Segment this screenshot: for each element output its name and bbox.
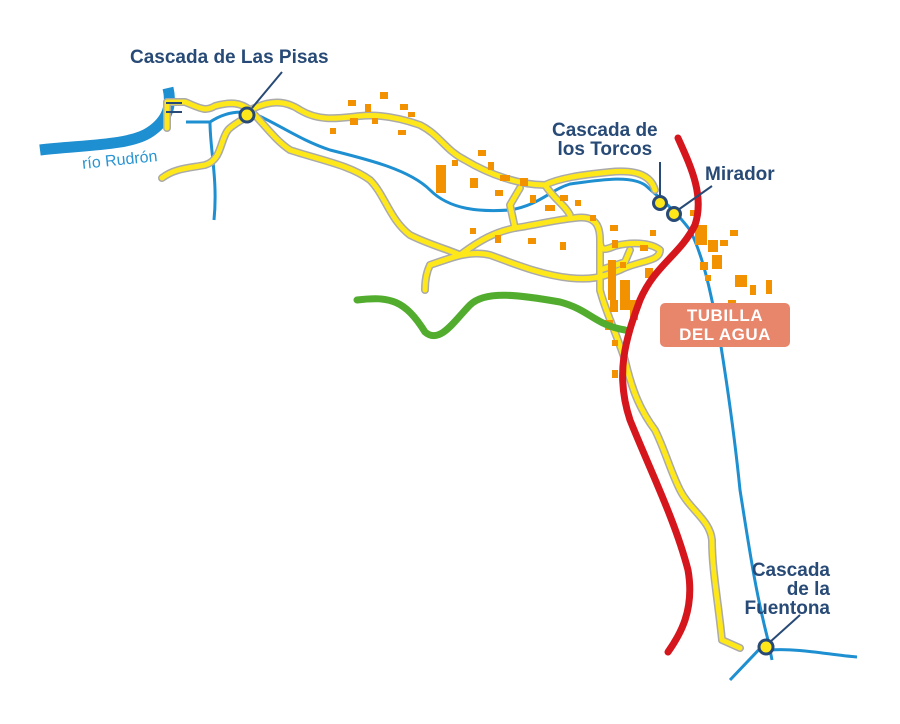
building (528, 238, 536, 244)
building (348, 100, 356, 106)
building (400, 104, 408, 110)
building (766, 280, 772, 294)
building (500, 175, 510, 181)
fuentona-label-line2: de la (786, 579, 830, 600)
building (640, 245, 648, 251)
torcos-label-line2: los Torcos (557, 139, 653, 160)
road-segment (542, 182, 573, 218)
fuentona-leader-line (769, 614, 801, 643)
building (650, 230, 656, 236)
building (520, 178, 528, 186)
building (470, 228, 476, 234)
fuentona-label: Cascada de la Fuentona (728, 560, 831, 619)
building (560, 195, 568, 201)
building (712, 255, 722, 269)
building (330, 128, 336, 134)
river-rudron-wide (39, 86, 175, 156)
building (350, 118, 358, 125)
pisas-waterfall-marker[interactable] (238, 106, 256, 124)
road-segment (457, 214, 603, 293)
fuentona-waterfall-marker[interactable] (757, 638, 775, 656)
building (545, 205, 555, 211)
fuentona-label-line1: Cascada (751, 560, 830, 581)
roads (158, 98, 744, 652)
building (620, 280, 630, 310)
mirador-leader-line (677, 185, 713, 211)
building (645, 268, 653, 278)
torcos-label: Cascada de los Torcos (552, 121, 658, 159)
building (380, 92, 388, 99)
road-segment (247, 100, 658, 193)
bridge-icon (166, 102, 182, 113)
building (730, 230, 738, 236)
building (608, 260, 616, 300)
road-segment (507, 185, 523, 231)
building (612, 340, 618, 346)
building (408, 112, 415, 117)
building (495, 235, 501, 243)
building (612, 240, 618, 248)
building (436, 165, 446, 193)
building (620, 262, 626, 268)
building (705, 275, 711, 281)
pisas-leader-line (251, 71, 283, 109)
hiking-trail (353, 291, 629, 340)
building (452, 160, 458, 166)
road-segment (164, 99, 253, 131)
mirador-label: Mirador (705, 164, 775, 185)
building (495, 190, 503, 196)
building (372, 118, 378, 124)
fuentona-label-line3: Fuentona (744, 598, 831, 619)
town-label-line1: TUBILLA (686, 306, 764, 325)
village-buildings (330, 92, 772, 378)
town-label-box: TUBILLA DEL AGUA (660, 303, 790, 347)
building (750, 285, 756, 295)
building (708, 240, 718, 252)
building (700, 262, 708, 270)
building (478, 150, 486, 156)
building (610, 225, 618, 231)
mirador-marker[interactable] (666, 206, 682, 222)
building (560, 242, 566, 250)
building (398, 130, 406, 135)
building (590, 215, 596, 221)
building (735, 275, 747, 287)
torcos-waterfall-marker[interactable] (652, 195, 668, 211)
building (612, 370, 618, 378)
building (610, 300, 618, 312)
building (530, 195, 536, 203)
building (470, 178, 478, 188)
building (690, 210, 696, 216)
building (695, 225, 707, 245)
highway (619, 134, 702, 656)
town-label-line2: DEL AGUA (679, 325, 771, 344)
building (488, 162, 494, 170)
pisas-label: Cascada de Las Pisas (130, 47, 329, 68)
building (575, 200, 581, 206)
torcos-label-line1: Cascada de (552, 120, 658, 141)
building (720, 240, 728, 246)
building (365, 104, 371, 112)
